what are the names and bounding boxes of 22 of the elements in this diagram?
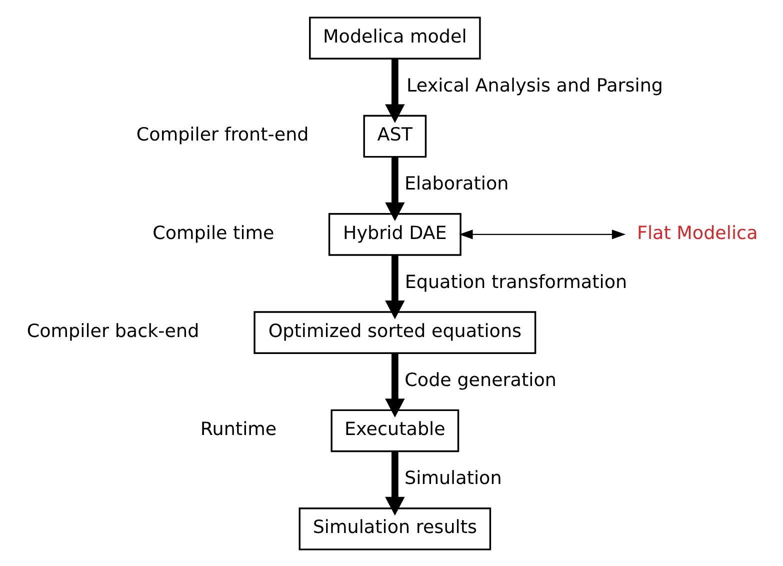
arrow [385, 353, 405, 417]
label: Runtime [200, 418, 277, 440]
edge-label: Equation transformation [404, 271, 628, 292]
node-box: Executable [330, 408, 460, 452]
edge-label: Simulation [404, 468, 502, 489]
node-box: Simulation results [298, 507, 492, 550]
node-box: AST [363, 114, 427, 158]
arrow [385, 58, 405, 122]
label: Compile time [152, 222, 274, 244]
edge-label: Lexical Analysis and Parsing [406, 75, 664, 96]
label: Compiler front-end [136, 124, 309, 146]
edge-label: Elaboration [404, 173, 509, 194]
node-box: Hybrid DAE [328, 212, 462, 256]
node-text: Flat Modelica [636, 222, 758, 244]
node-box: Optimized sorted equations [254, 310, 536, 354]
arrow [459, 229, 626, 239]
node-box: Modelica model [309, 16, 481, 59]
edge-label: Code generation [404, 369, 556, 390]
arrow [385, 451, 405, 516]
arrow [385, 156, 405, 221]
label: Compiler back-end [26, 320, 200, 342]
arrow [385, 254, 405, 319]
